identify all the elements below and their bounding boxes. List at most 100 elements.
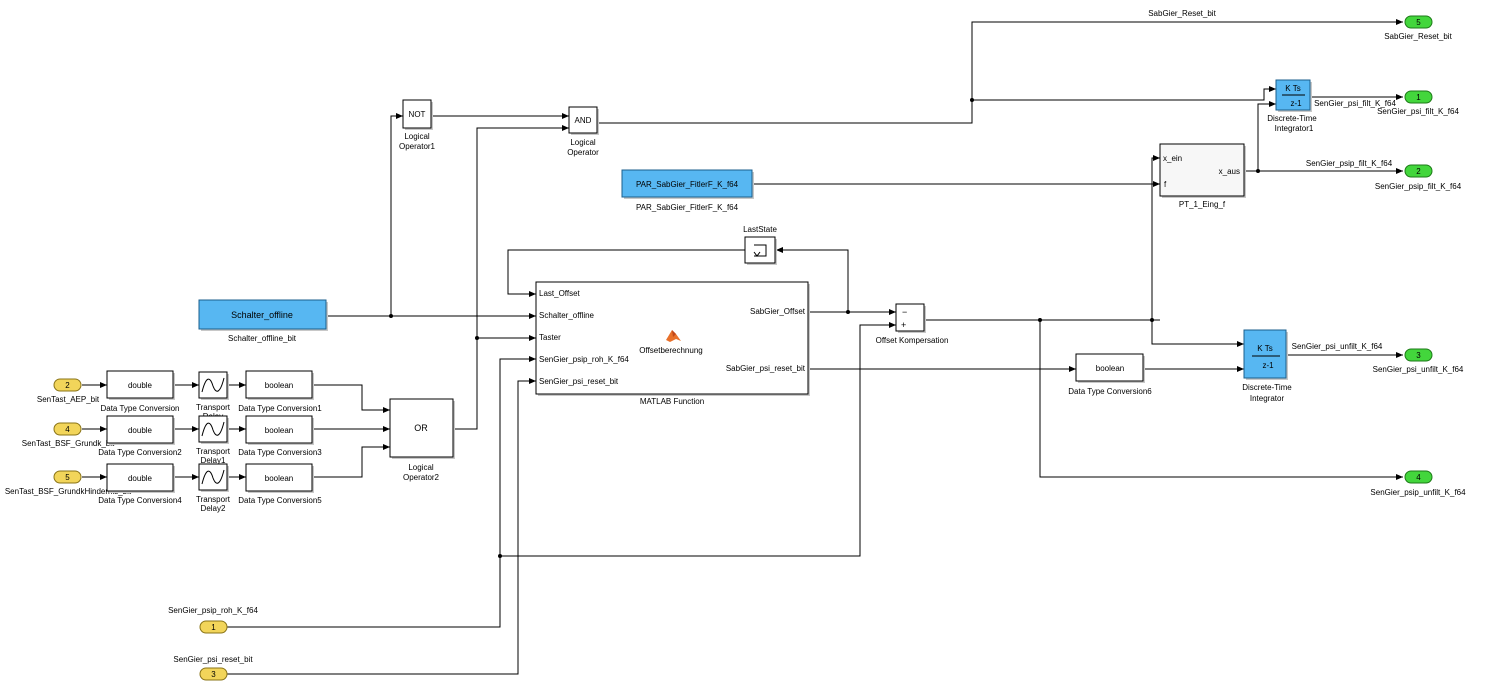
sum-label: Offset Kompersation	[876, 336, 949, 345]
schalter-offline-block[interactable]: Schalter_offline Schalter_offline_bit	[198, 299, 328, 343]
signal-lines	[82, 19, 1403, 675]
inport-5-label: SenTast_BSF_GrundkHindernis_bit	[5, 487, 132, 496]
svg-text:boolean: boolean	[265, 426, 293, 435]
inport-5[interactable]: 5 SenTast_BSF_GrundkHindernis_bit	[5, 470, 132, 496]
svg-text:Logical: Logical	[404, 132, 430, 141]
par-filter-block[interactable]: PAR_SabGier_FitlerF_K_f64 PAR_SabGier_Fi…	[621, 169, 754, 212]
logical-operator-or[interactable]: OR Logical Operator2	[389, 398, 455, 482]
svg-text:Logical: Logical	[408, 463, 434, 472]
transport-delay-0[interactable]: Transport Delay	[196, 371, 231, 421]
svg-text:+: +	[901, 320, 906, 330]
svg-text:Schalter_offline: Schalter_offline	[231, 310, 293, 320]
delay-wave-icon	[201, 377, 225, 393]
svg-text:x_aus: x_aus	[1219, 167, 1240, 176]
signal-psi-unfilt: SenGier_psi_unfilt_K_f64	[1292, 342, 1383, 351]
dtc-double-0[interactable]: double Data Type Conversion	[100, 370, 180, 413]
svg-text:AND: AND	[575, 116, 592, 125]
svg-text:4: 4	[65, 425, 70, 434]
svg-text:1: 1	[211, 623, 216, 632]
dtc-boolean-6[interactable]: boolean Data Type Conversion6	[1068, 353, 1152, 396]
matlab-label: MATLAB Function	[640, 397, 704, 406]
junction-dots	[389, 98, 1260, 558]
svg-text:boolean: boolean	[265, 474, 293, 483]
outport-4-label: SenGier_psip_unfilt_K_f64	[1370, 488, 1466, 497]
matlab-in-psi-reset: SenGier_psi_reset_bit	[539, 377, 619, 386]
dtc4-label: Data Type Conversion4	[98, 496, 182, 505]
outport-1-label: SenGier_psi_filt_K_f64	[1377, 107, 1459, 116]
svg-text:2: 2	[1416, 167, 1421, 176]
dtc6-label: Data Type Conversion6	[1068, 387, 1152, 396]
laststate-memory-block[interactable]: LastState	[743, 225, 777, 265]
svg-text:5: 5	[65, 473, 70, 482]
outport-5[interactable]: 5 SabGier_Reset_bit SabGier_Reset_bit	[1148, 9, 1452, 41]
svg-text:boolean: boolean	[1096, 364, 1124, 373]
dtc-double-2[interactable]: double Data Type Conversion2	[98, 415, 182, 457]
transport-delay-2[interactable]: Transport Delay2	[196, 463, 231, 513]
delay-wave-icon	[201, 469, 225, 485]
inport-4[interactable]: 4 SenTast_BSF_Grundk_bit	[22, 422, 115, 448]
laststate-label: LastState	[743, 225, 777, 234]
svg-text:OR: OR	[414, 423, 428, 433]
matlab-in-taster: Taster	[539, 333, 561, 342]
inport-3[interactable]: 3 SenGier_psi_reset_bit	[173, 655, 253, 681]
outport-3[interactable]: 3 SenGier_psi_unfilt_K_f64 SenGier_psi_u…	[1292, 342, 1464, 374]
svg-text:Integrator: Integrator	[1250, 394, 1285, 403]
inport-2-label: SenTast_AEP_bit	[37, 395, 100, 404]
delay-wave-icon	[201, 421, 225, 437]
offset-kompersation-sum[interactable]: − + Offset Kompersation	[876, 303, 949, 345]
svg-text:Operator2: Operator2	[403, 473, 440, 482]
transport-delay-1[interactable]: Transport Delay1	[196, 415, 231, 465]
inport-4-label: SenTast_BSF_Grundk_bit	[22, 439, 115, 448]
svg-text:double: double	[128, 474, 153, 483]
inport-1-label: SenGier_psip_roh_K_f64	[168, 606, 258, 615]
svg-text:Transport: Transport	[196, 447, 231, 456]
outport-5-label: SabGier_Reset_bit	[1384, 32, 1452, 41]
svg-text:K Ts: K Ts	[1257, 344, 1272, 353]
signal-psip-filt: SenGier_psip_filt_K_f64	[1306, 159, 1393, 168]
svg-text:Operator1: Operator1	[399, 142, 436, 151]
svg-text:2: 2	[65, 381, 70, 390]
outport-4[interactable]: 4 SenGier_psip_unfilt_K_f64	[1370, 470, 1466, 497]
svg-text:boolean: boolean	[265, 381, 293, 390]
inport-2[interactable]: 2 SenTast_AEP_bit	[37, 378, 100, 404]
memory-icon	[754, 244, 767, 257]
svg-text:3: 3	[1416, 351, 1421, 360]
dtc-boolean-5[interactable]: boolean Data Type Conversion5	[238, 463, 322, 505]
logical-operator-not[interactable]: NOT Logical Operator1	[399, 99, 436, 151]
dtc-boolean-3[interactable]: boolean Data Type Conversion3	[238, 415, 322, 457]
dtc5-label: Data Type Conversion5	[238, 496, 322, 505]
svg-text:x_ein: x_ein	[1163, 154, 1182, 163]
svg-text:Delay1: Delay1	[201, 456, 226, 465]
inport-3-label: SenGier_psi_reset_bit	[173, 655, 253, 664]
outport-1[interactable]: 1 SenGier_psi_filt_K_f64 SenGier_psi_fil…	[1314, 90, 1459, 116]
svg-text:double: double	[128, 426, 153, 435]
matlab-in-psip-roh: SenGier_psip_roh_K_f64	[539, 355, 629, 364]
outport-3-label: SenGier_psi_unfilt_K_f64	[1373, 365, 1464, 374]
svg-text:4: 4	[1416, 473, 1421, 482]
matlab-in-last-offset: Last_Offset	[539, 289, 581, 298]
svg-text:3: 3	[211, 670, 216, 679]
dtc-double-4[interactable]: double Data Type Conversion4	[98, 463, 182, 505]
schalter-label: Schalter_offline_bit	[228, 334, 297, 343]
outport-2[interactable]: 2 SenGier_psip_filt_K_f64 SenGier_psip_f…	[1306, 159, 1462, 191]
dtc-boolean-1[interactable]: boolean Data Type Conversion1	[238, 370, 322, 413]
svg-text:Transport: Transport	[196, 495, 231, 504]
matlab-out-offset: SabGier_Offset	[750, 307, 806, 316]
pt1-subsystem-block[interactable]: x_ein f x_aus PT_1_Eing_f	[1159, 143, 1246, 209]
dtc0-label: Data Type Conversion	[100, 404, 179, 413]
svg-text:Operator: Operator	[567, 148, 599, 157]
discrete-integrator[interactable]: K Ts z-1 Discrete-Time Integrator	[1242, 329, 1292, 403]
dtc2-label: Data Type Conversion2	[98, 448, 182, 457]
discrete-integrator-1[interactable]: K Ts z-1 Discrete-Time Integrator1	[1267, 79, 1317, 133]
svg-text:z-1: z-1	[1290, 99, 1302, 108]
signal-psi-filt: SenGier_psi_filt_K_f64	[1314, 99, 1396, 108]
svg-text:z-1: z-1	[1262, 361, 1274, 370]
matlab-function-block[interactable]: Last_Offset Schalter_offline Taster SenG…	[535, 281, 810, 406]
logical-operator-and[interactable]: AND Logical Operator	[567, 106, 599, 157]
inport-1[interactable]: 1 SenGier_psip_roh_K_f64	[168, 606, 258, 634]
svg-text:Delay2: Delay2	[201, 504, 226, 513]
svg-text:Logical: Logical	[570, 138, 596, 147]
dtc3-label: Data Type Conversion3	[238, 448, 322, 457]
svg-text:Integrator1: Integrator1	[1275, 124, 1314, 133]
